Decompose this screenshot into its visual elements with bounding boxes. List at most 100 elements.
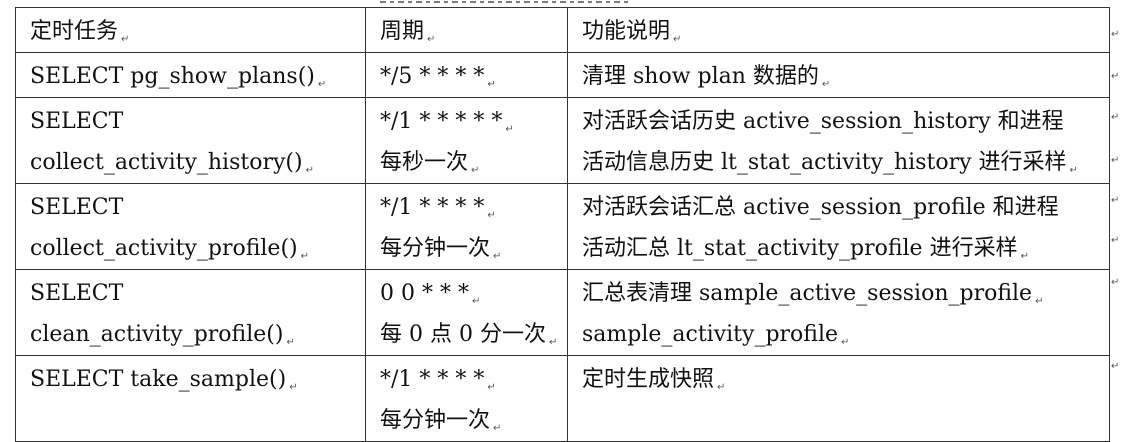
row-end-mark: ↵ — [1111, 195, 1120, 206]
cell-line: collect_activity_history()↵ — [30, 142, 365, 183]
paragraph-mark: ↵ — [305, 165, 314, 176]
header-period: 周期↵ — [365, 7, 568, 53]
row-end-mark: ↵ — [1111, 277, 1120, 288]
cell-line: 对活跃会话汇总 active_session_profile 和进程 — [582, 187, 1109, 228]
cell-text: 每秒一次 — [380, 150, 469, 175]
cell-line: SELECT — [30, 273, 365, 314]
cell-text: collect_activity_history() — [30, 150, 303, 175]
paragraph-mark: ↵ — [1035, 296, 1044, 307]
row-end-mark: ↵ — [1111, 29, 1120, 40]
cell-text: */1 * * * * — [380, 195, 485, 220]
row-end-mark: ↵ — [1111, 361, 1120, 372]
cell-line: 每秒一次↵ — [380, 142, 567, 183]
table-body: 定时任务↵ 周期↵ 功能说明↵ SELECT pg_show_plans()↵*… — [15, 7, 1110, 442]
cell-line: collect_activity_profile()↵ — [30, 228, 365, 269]
header-description: 功能说明↵ — [567, 7, 1110, 53]
paragraph-mark: ↵ — [471, 165, 480, 176]
cell-line: 每 0 点 0 分一次↵ — [380, 314, 567, 355]
cell-description: 清理 show plan 数据的↵ — [567, 52, 1110, 98]
cell-text: 对活跃会话汇总 active_session_profile 和进程 — [582, 195, 1059, 220]
paragraph-mark: ↵ — [717, 382, 726, 393]
cell-text: SELECT — [30, 281, 124, 306]
cell-line: 每分钟一次↵ — [380, 228, 567, 269]
paragraph-mark: ↵ — [821, 79, 831, 90]
cell-line: 每分钟一次↵ — [380, 400, 567, 441]
cell-text: SELECT pg_show_plans() — [30, 64, 315, 89]
paragraph-mark: ↵ — [487, 382, 496, 393]
cell-text: 清理 show plan 数据的 — [582, 64, 819, 89]
cell-period: */1 * * * * *↵每秒一次↵ — [365, 97, 568, 184]
cell-text: */1 * * * * * — [380, 109, 503, 134]
cell-text: clean_activity_profile() — [30, 322, 284, 347]
paragraph-mark: ↵ — [289, 382, 298, 393]
cell-text: sample_activity_profile — [582, 322, 839, 347]
cell-description: 定时生成快照↵ — [567, 355, 1110, 442]
cell-task: SELECT collect_activity_history()↵ — [15, 97, 366, 184]
cell-period: */5 * * * *↵ — [365, 52, 568, 98]
cell-period: 0 0 * * *↵每 0 点 0 分一次↵ — [365, 269, 568, 356]
cell-period: */1 * * * *↵每分钟一次↵ — [365, 183, 568, 270]
paragraph-mark: ↵ — [841, 337, 850, 348]
paragraph-mark: ↵ — [286, 337, 295, 348]
cell-line: 清理 show plan 数据的↵ — [582, 56, 1109, 97]
header-task-text: 定时任务 — [30, 19, 119, 44]
cell-line: */5 * * * *↵ — [380, 56, 567, 97]
cell-text: 汇总表清理 sample_active_session_profile — [582, 281, 1033, 306]
cell-text: 活动信息历史 lt_stat_activity_history 进行采样 — [582, 150, 1067, 175]
cell-line: 0 0 * * *↵ — [380, 273, 567, 314]
paragraph-mark: ↵ — [1069, 165, 1078, 176]
cell-line: SELECT pg_show_plans()↵ — [30, 56, 365, 97]
cell-line: 活动汇总 lt_stat_activity_profile 进行采样↵ — [582, 228, 1109, 269]
cell-line: sample_activity_profile↵ — [582, 314, 1109, 355]
row-end-mark: ↵ — [1111, 71, 1120, 82]
header-row: 定时任务↵ 周期↵ 功能说明↵ — [15, 7, 1110, 53]
cell-text: SELECT — [30, 109, 124, 134]
cell-task: SELECT take_sample()↵ — [15, 355, 366, 442]
paragraph-mark: ↵ — [548, 337, 558, 348]
cell-text: */5 * * * * — [380, 64, 485, 89]
paragraph-mark: ↵ — [487, 210, 496, 221]
header-description-text: 功能说明 — [582, 19, 671, 44]
cell-line: */1 * * * *↵ — [380, 359, 567, 400]
cell-text: 对活跃会话历史 active_session_history 和进程 — [582, 109, 1064, 134]
paragraph-mark: ↵ — [493, 423, 502, 434]
cell-period: */1 * * * *↵每分钟一次↵ — [365, 355, 568, 442]
cell-text: SELECT — [30, 195, 124, 220]
cell-text: 活动汇总 lt_stat_activity_profile 进行采样 — [582, 236, 1018, 261]
table-row: SELECT pg_show_plans()↵*/5 * * * *↵清理 sh… — [15, 52, 1110, 98]
paragraph-mark: ↵ — [121, 34, 130, 45]
cell-line: */1 * * * *↵ — [380, 187, 567, 228]
cell-task: SELECT clean_activity_profile()↵ — [15, 269, 366, 356]
cell-line: 活动信息历史 lt_stat_activity_history 进行采样↵ — [582, 142, 1109, 183]
row-end-mark: ↵ — [1111, 112, 1120, 123]
cell-text: 每分钟一次 — [380, 236, 491, 261]
paragraph-mark: ↵ — [471, 296, 481, 307]
paragraph-mark: ↵ — [487, 79, 496, 90]
cell-line: SELECT — [30, 101, 365, 142]
paragraph-mark: ↵ — [493, 251, 502, 262]
cell-description: 对活跃会话汇总 active_session_profile 和进程活动汇总 l… — [567, 183, 1110, 270]
paragraph-mark: ↵ — [673, 34, 682, 45]
cell-text: collect_activity_profile() — [30, 236, 298, 261]
cell-line: 汇总表清理 sample_active_session_profile↵ — [582, 273, 1109, 314]
cell-task: SELECT collect_activity_profile()↵ — [15, 183, 366, 270]
paragraph-mark: ↵ — [317, 79, 327, 90]
paragraph-mark: ↵ — [427, 34, 436, 45]
cell-line: */1 * * * * *↵ — [380, 101, 567, 142]
cell-line: SELECT — [30, 187, 365, 228]
cell-line: 定时生成快照↵ — [582, 359, 1109, 400]
cell-task: SELECT pg_show_plans()↵ — [15, 52, 366, 98]
row-end-mark: ↵ — [1111, 235, 1120, 246]
header-task: 定时任务↵ — [15, 7, 366, 53]
paragraph-mark: ↵ — [300, 251, 309, 262]
paragraph-mark: ↵ — [505, 124, 514, 135]
cell-text: 每分钟一次 — [380, 408, 491, 433]
cell-description: 汇总表清理 sample_active_session_profile↵samp… — [567, 269, 1110, 356]
scheduled-tasks-table: 定时任务↵ 周期↵ 功能说明↵ SELECT pg_show_plans()↵*… — [15, 7, 1110, 442]
paragraph-mark: ↵ — [1020, 251, 1029, 262]
table-row: SELECT take_sample()↵*/1 * * * *↵每分钟一次↵定… — [15, 355, 1110, 442]
cell-line: clean_activity_profile()↵ — [30, 314, 365, 355]
cell-description: 对活跃会话历史 active_session_history 和进程活动信息历史… — [567, 97, 1110, 184]
